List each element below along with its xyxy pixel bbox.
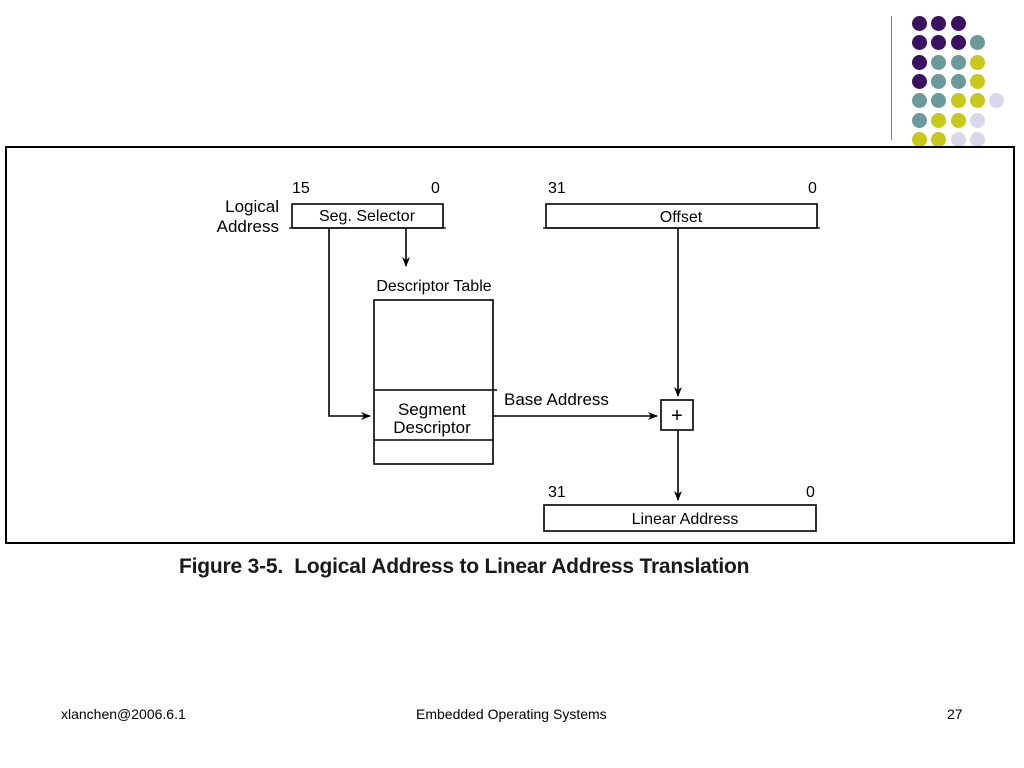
offset-low-bit: 0 (808, 180, 817, 197)
decorative-dot (989, 93, 1005, 109)
footer-page-number: 27 (947, 706, 963, 722)
decorative-dot (912, 112, 927, 128)
logical-address-label-line1: Logical (225, 197, 279, 216)
decorative-dot (950, 16, 966, 31)
footer-author: xlanchen@2006.6.1 (61, 706, 186, 722)
segment-descriptor-label-line2: Descriptor (393, 418, 471, 437)
decorative-dot (912, 131, 927, 147)
decorative-dot (950, 131, 966, 147)
linear-address-box (543, 504, 817, 532)
decorative-dot (931, 73, 947, 89)
decorative-dot (950, 35, 966, 51)
decorative-dot (950, 73, 966, 89)
selector-high-bit: 15 (292, 180, 310, 197)
seg-selector-label: Seg. Selector (319, 208, 416, 225)
decorative-dot (912, 54, 927, 70)
decorative-dot (950, 112, 966, 128)
descriptor-table-label: Descriptor Table (376, 278, 491, 295)
decorative-dot (912, 93, 927, 109)
offset-high-bit: 31 (548, 180, 566, 197)
figure-caption: Figure 3-5. Logical Address to Linear Ad… (179, 555, 750, 578)
decorative-dot (950, 93, 966, 109)
footer-course-title: Embedded Operating Systems (416, 706, 607, 722)
decorative-dot (931, 112, 947, 128)
decorative-dot (912, 16, 927, 31)
linear-address-label: Linear Address (632, 511, 739, 528)
decorative-dot (931, 54, 947, 70)
decorative-dot (912, 35, 927, 51)
segment-descriptor-label-line1: Segment (398, 400, 466, 419)
linear-high-bit: 31 (548, 484, 566, 501)
decorative-dot (969, 112, 985, 128)
offset-label: Offset (660, 209, 703, 226)
logical-address-label-line2: Address (217, 217, 279, 236)
decorative-dot (931, 35, 947, 51)
base-address-label: Base Address (504, 390, 609, 409)
decorative-dot (931, 93, 947, 109)
descriptor-table-box (373, 299, 494, 465)
decorative-dot (931, 16, 947, 31)
linear-low-bit: 0 (806, 484, 815, 501)
decorative-dot (969, 35, 985, 51)
decorative-dot (969, 73, 985, 89)
decorative-dot (912, 73, 927, 89)
decorative-dot (969, 131, 985, 147)
decorative-dot (969, 54, 985, 70)
selector-to-descriptor-arrow (328, 228, 371, 420)
decorative-dot (950, 54, 966, 70)
adder-box (660, 399, 694, 431)
figure-frame (5, 146, 1015, 544)
decorative-dot (931, 131, 947, 147)
decorative-dot (969, 93, 985, 109)
adder-symbol: + (671, 405, 683, 427)
selector-low-bit: 0 (431, 180, 440, 197)
header-divider-line (891, 16, 892, 140)
